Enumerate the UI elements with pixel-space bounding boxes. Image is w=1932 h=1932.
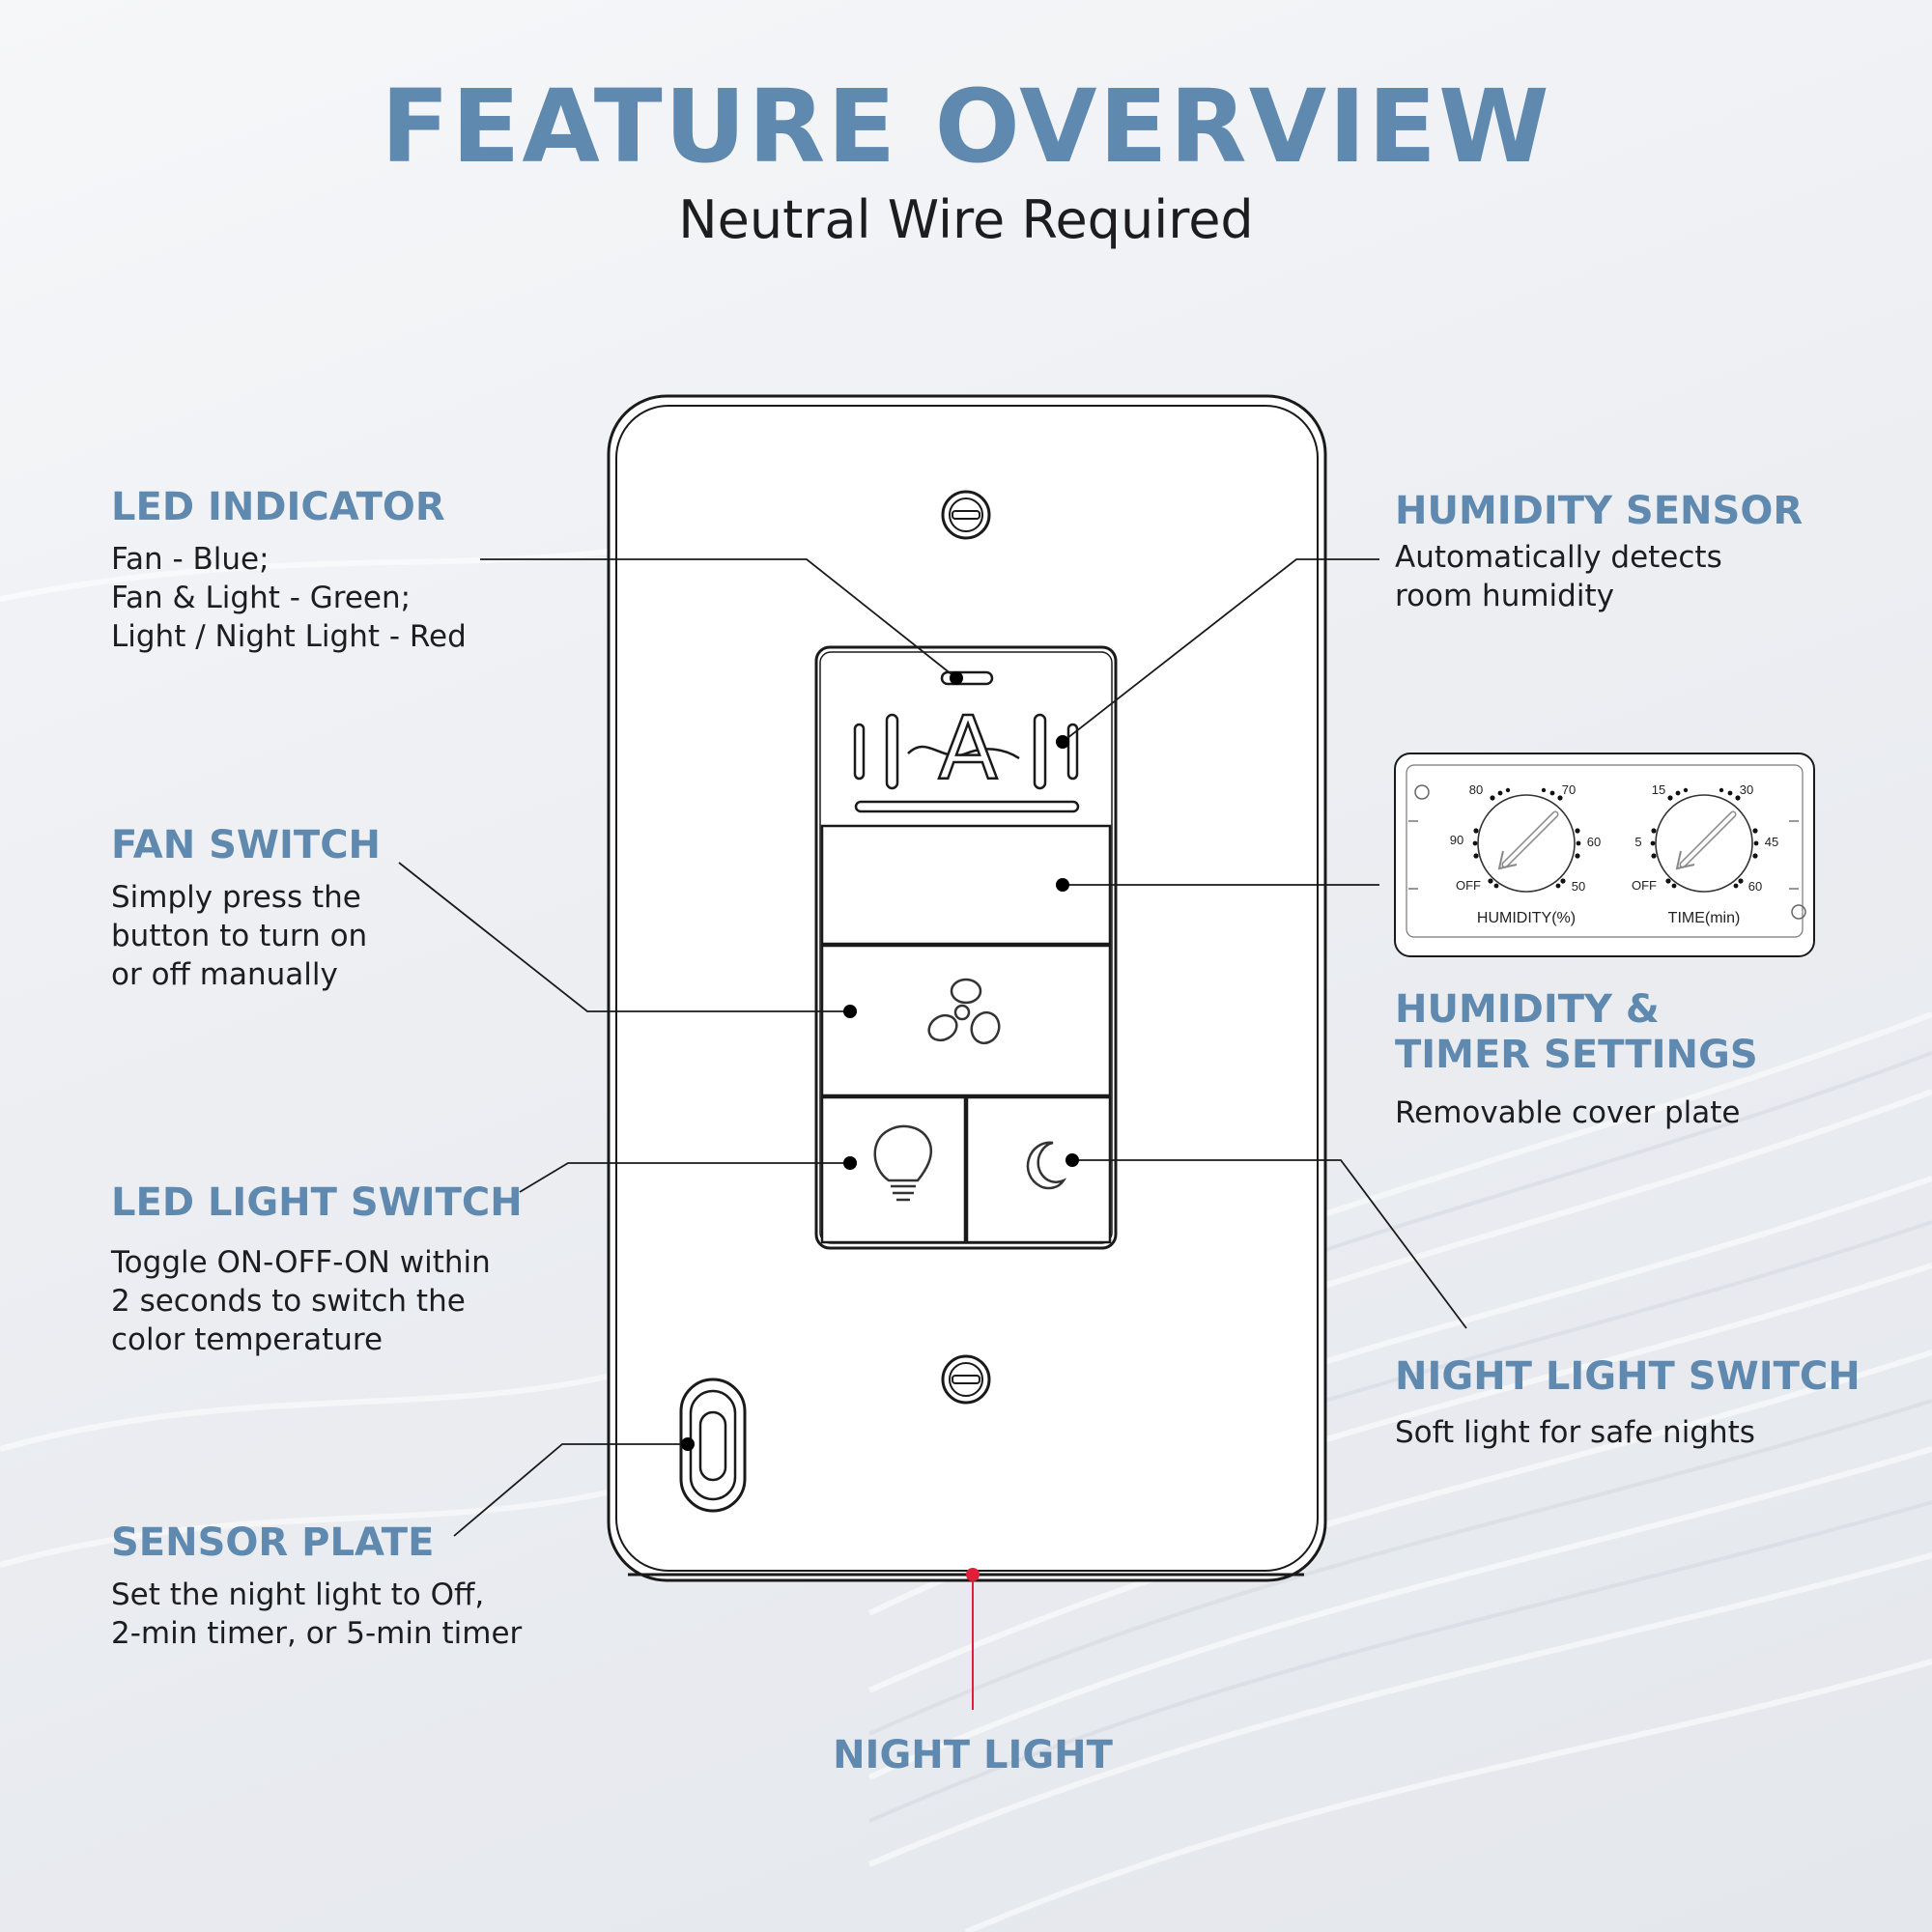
callout-title: NIGHT LIGHT — [833, 1733, 1113, 1777]
callout-night-light: NIGHT LIGHT — [773, 1733, 1173, 1778]
callout-title: HUMIDITY SENSOR — [1395, 489, 1804, 533]
dial-tick: OFF — [1632, 878, 1657, 893]
logo-letter: A — [938, 698, 998, 800]
dial-tick: 5 — [1634, 835, 1641, 849]
callout-title: LED INDICATOR — [111, 485, 445, 529]
bulb-icon — [873, 1124, 933, 1202]
fan-icon — [927, 978, 1001, 1045]
callout-fan-switch: FAN SWITCH Simply press the button to tu… — [111, 823, 381, 994]
fan-switch-button[interactable] — [820, 944, 1112, 1097]
callout-description: Automatically detects room humidity — [1395, 540, 1722, 614]
callout-description: Toggle ON-OFF-ON within 2 seconds to swi… — [111, 1245, 491, 1358]
dial-tick: 70 — [1562, 782, 1576, 797]
screw-icon — [941, 490, 991, 540]
dial-tick: 15 — [1652, 782, 1665, 797]
dial-tick: 50 — [1572, 879, 1585, 894]
callout-humidity-timer-settings: HUMIDITY & TIMER SETTINGS Removable cove… — [1395, 987, 1758, 1132]
settings-panel: 80 70 90 60 OFF 50 HUMIDITY(%) 15 30 — [1394, 753, 1815, 957]
logo-panel: A — [853, 670, 1080, 813]
callout-title: LED LIGHT SWITCH — [111, 1180, 523, 1225]
page-subtitle: Neutral Wire Required — [678, 189, 1254, 250]
dial-tick: OFF — [1456, 878, 1481, 893]
callout-description: Fan - Blue; Fan & Light - Green; Light /… — [111, 542, 467, 655]
callout-title: FAN SWITCH — [111, 823, 382, 867]
timer-dial: 15 30 5 45 OFF 60 TIME(min) — [1632, 782, 1778, 926]
callout-humidity-sensor: HUMIDITY SENSOR Automatically detects ro… — [1395, 489, 1803, 615]
callout-led-light-switch: LED LIGHT SWITCH Toggle ON-OFF-ON within… — [111, 1180, 523, 1359]
callout-description: Simply press the button to turn on or of… — [111, 880, 368, 993]
led-light-switch-button[interactable] — [820, 1095, 967, 1244]
callout-description: Soft light for safe nights — [1395, 1415, 1755, 1451]
page-title: FEATURE OVERVIEW — [381, 68, 1551, 185]
humidity-dial: 80 70 90 60 OFF 50 HUMIDITY(%) — [1450, 782, 1601, 926]
dial-tick: 45 — [1765, 835, 1778, 849]
sensor-plate[interactable] — [679, 1378, 747, 1513]
dial-tick: 60 — [1748, 879, 1762, 894]
callout-description: Removable cover plate — [1395, 1095, 1741, 1131]
dial-tick: 80 — [1469, 782, 1483, 797]
dial-tick: 60 — [1587, 835, 1601, 849]
leader-lines — [398, 558, 1467, 1537]
callout-title: NIGHT LIGHT SWITCH — [1395, 1354, 1861, 1399]
screw-icon — [941, 1354, 991, 1405]
moon-icon — [1026, 1141, 1067, 1190]
callout-led-indicator: LED INDICATOR Fan - Blue; Fan & Light - … — [111, 485, 467, 656]
callout-title: HUMIDITY & TIMER SETTINGS — [1395, 987, 1758, 1078]
leader-points — [681, 671, 1079, 1451]
callout-description: Set the night light to Off, 2-min timer,… — [111, 1577, 523, 1652]
timer-dial-label: TIME(min) — [1668, 910, 1741, 926]
humidity-dial-label: HUMIDITY(%) — [1477, 910, 1576, 926]
callout-night-light-switch: NIGHT LIGHT SWITCH Soft light for safe n… — [1395, 1354, 1861, 1452]
night-light-switch-button[interactable] — [965, 1095, 1112, 1244]
dial-tick: 90 — [1450, 833, 1463, 847]
night-light-indicator — [628, 1568, 1304, 1710]
dial-tick: 30 — [1740, 782, 1753, 797]
callout-title: SENSOR PLATE — [111, 1520, 435, 1565]
callout-sensor-plate: SENSOR PLATE Set the night light to Off,… — [111, 1520, 522, 1653]
